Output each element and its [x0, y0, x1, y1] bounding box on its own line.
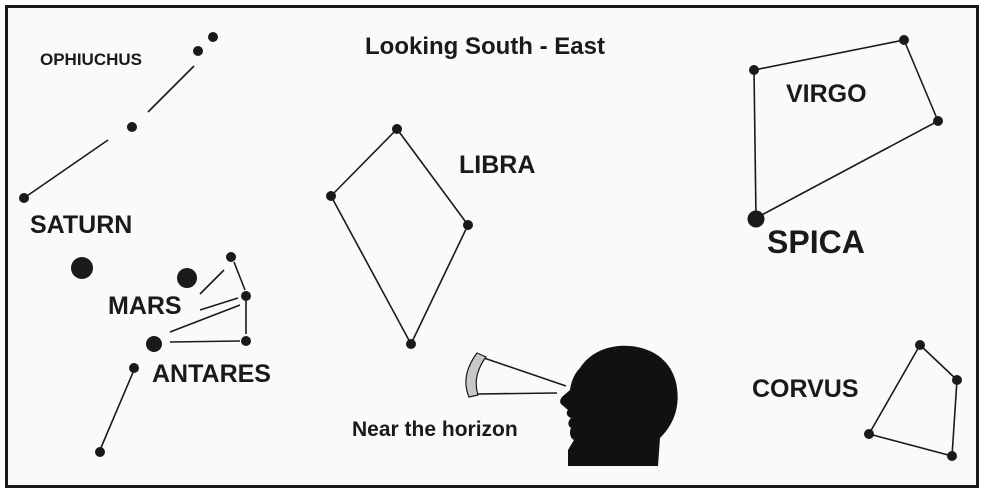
gaze-line-lower: [478, 393, 557, 394]
ophiuchus-label: OPHIUCHUS: [40, 50, 142, 69]
star: [948, 452, 956, 460]
star: [865, 430, 873, 438]
star: [900, 36, 908, 44]
star: [327, 192, 335, 200]
star: [750, 66, 758, 74]
star: [128, 123, 136, 131]
star: [209, 33, 217, 41]
antares-label: ANTARES: [152, 360, 271, 388]
star: [20, 194, 28, 202]
corvus-label: CORVUS: [752, 375, 859, 403]
star: [227, 253, 235, 261]
star: [916, 341, 924, 349]
star: [96, 448, 104, 456]
mars-label: MARS: [108, 292, 182, 320]
libra-label: LIBRA: [459, 151, 535, 179]
saturn-planet: [71, 257, 93, 279]
star: [242, 337, 250, 345]
star: [194, 47, 202, 55]
star: [242, 292, 250, 300]
star: [953, 376, 961, 384]
star: [130, 364, 138, 372]
star: [934, 117, 942, 125]
horizon-caption: Near the horizon: [352, 418, 518, 441]
virgo-label: VIRGO: [786, 80, 867, 108]
saturn-label: SATURN: [30, 211, 132, 239]
star: [393, 125, 401, 133]
star: [464, 221, 472, 229]
chart-title: Looking South - East: [365, 33, 605, 60]
mars-planet: [177, 268, 197, 288]
antares-star: [146, 336, 162, 352]
star: [407, 340, 415, 348]
spica-label: SPICA: [767, 224, 865, 260]
scorpius-line: [170, 341, 240, 342]
spica-star: [748, 211, 765, 228]
